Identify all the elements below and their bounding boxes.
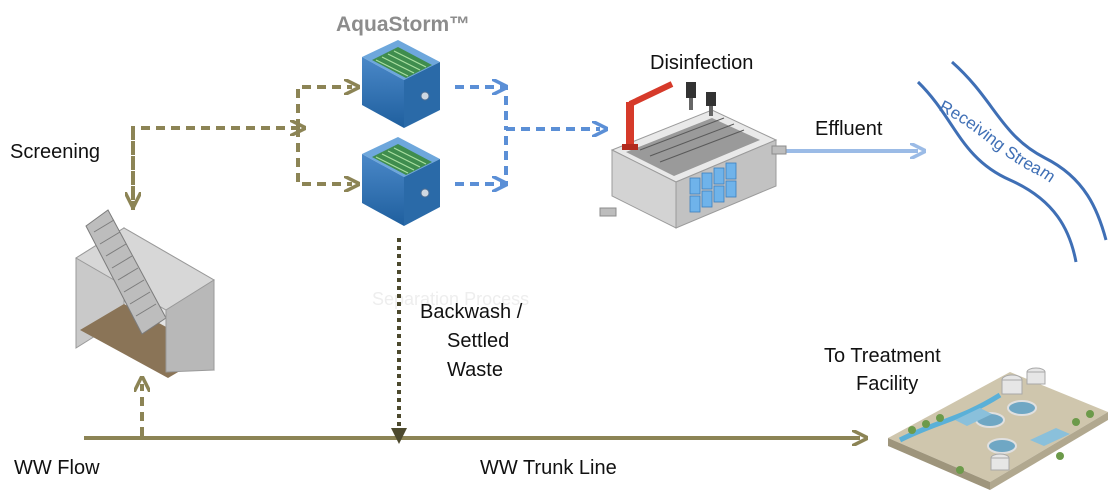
aquastorm-title: AquaStorm™ — [336, 13, 470, 36]
treatment-label-line2: Facility — [856, 373, 918, 395]
effluent-label: Effluent — [815, 118, 883, 140]
ww-flow-label: WW Flow — [14, 457, 100, 479]
unit-top-outflow — [455, 85, 508, 129]
treatment-label-line1: To Treatment — [824, 345, 941, 367]
screening-outflow-line — [131, 128, 298, 210]
disinfection-tank-icon — [599, 81, 787, 229]
unit-bottom-outflow — [455, 129, 508, 186]
backwash-label-line3: Waste — [447, 359, 503, 381]
trunk-line-label: WW Trunk Line — [480, 457, 617, 479]
screening-label: Screening — [10, 141, 100, 163]
aquastorm-unit-icon — [362, 137, 440, 226]
split-to-unit-bottom — [296, 128, 352, 184]
split-to-unit-top — [296, 87, 352, 128]
backwash-label-line1: Backwash / — [420, 301, 523, 323]
receiving-stream-icon — [916, 60, 1108, 263]
aquastorm-unit-icon — [362, 40, 440, 128]
watermark-text: Separation Process — [372, 289, 529, 309]
treatment-facility-icon — [888, 367, 1108, 490]
bar-screen-icon — [75, 209, 215, 378]
disinfection-label: Disinfection — [650, 52, 753, 74]
backwash-label-line2: Settled — [447, 330, 509, 352]
